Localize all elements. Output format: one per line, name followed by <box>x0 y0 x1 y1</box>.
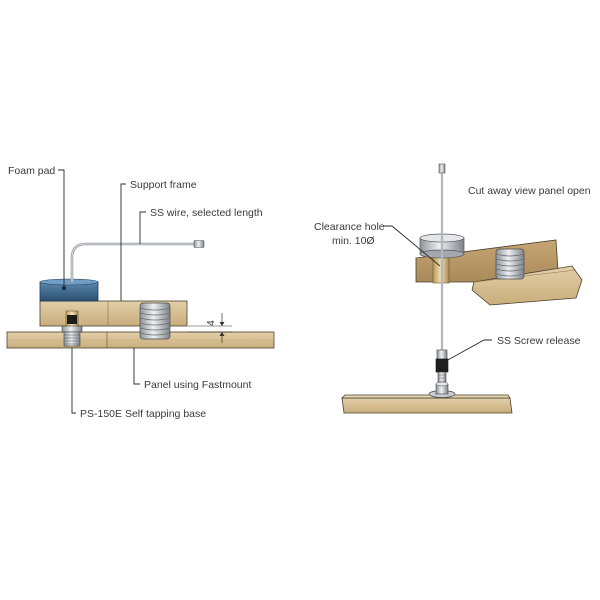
clearance-hole-leader <box>384 225 441 267</box>
base-leader <box>71 348 76 414</box>
foam-pad-leader <box>58 169 65 288</box>
support-frame-label: Support frame <box>130 179 197 191</box>
wire-end-ferrule <box>193 240 205 248</box>
top-ferrule <box>438 163 446 174</box>
foam-pad-label: Foam pad <box>8 165 55 177</box>
clearance-hole-label-2: min. 10Ø <box>332 235 375 247</box>
lower-panel <box>341 397 513 414</box>
ss-wire-label: SS wire, selected length <box>150 207 263 219</box>
left-assembly-view: 4 Foam pad Support frame SS wire, select… <box>6 165 275 420</box>
foam-pad <box>39 278 99 302</box>
gap-dimension-value: 4 <box>205 320 217 326</box>
angled-threaded-insert <box>495 248 525 280</box>
clearance-hole-label-1: Clearance hole <box>314 221 385 233</box>
threaded-insert <box>139 302 171 340</box>
ss-wire-leader <box>139 211 146 244</box>
panel-label: Panel using Fastmount <box>144 379 251 391</box>
cutaway-title: Cut away view panel open <box>468 185 591 197</box>
screw-release <box>435 349 449 383</box>
panel-leader <box>133 348 140 385</box>
base-label: PS-150E Self tapping base <box>80 408 206 420</box>
gap-dimension: 4 <box>188 313 232 343</box>
ss-wire <box>70 242 196 282</box>
screw-release-label: SS Screw release <box>497 335 581 347</box>
self-tapping-base <box>61 310 83 347</box>
lower-base <box>428 381 456 398</box>
upper-panel-angled <box>471 265 583 306</box>
right-cutaway-view: Cut away view panel open <box>314 163 591 414</box>
screw-release-leader <box>445 339 492 362</box>
support-frame-leader <box>120 183 126 301</box>
